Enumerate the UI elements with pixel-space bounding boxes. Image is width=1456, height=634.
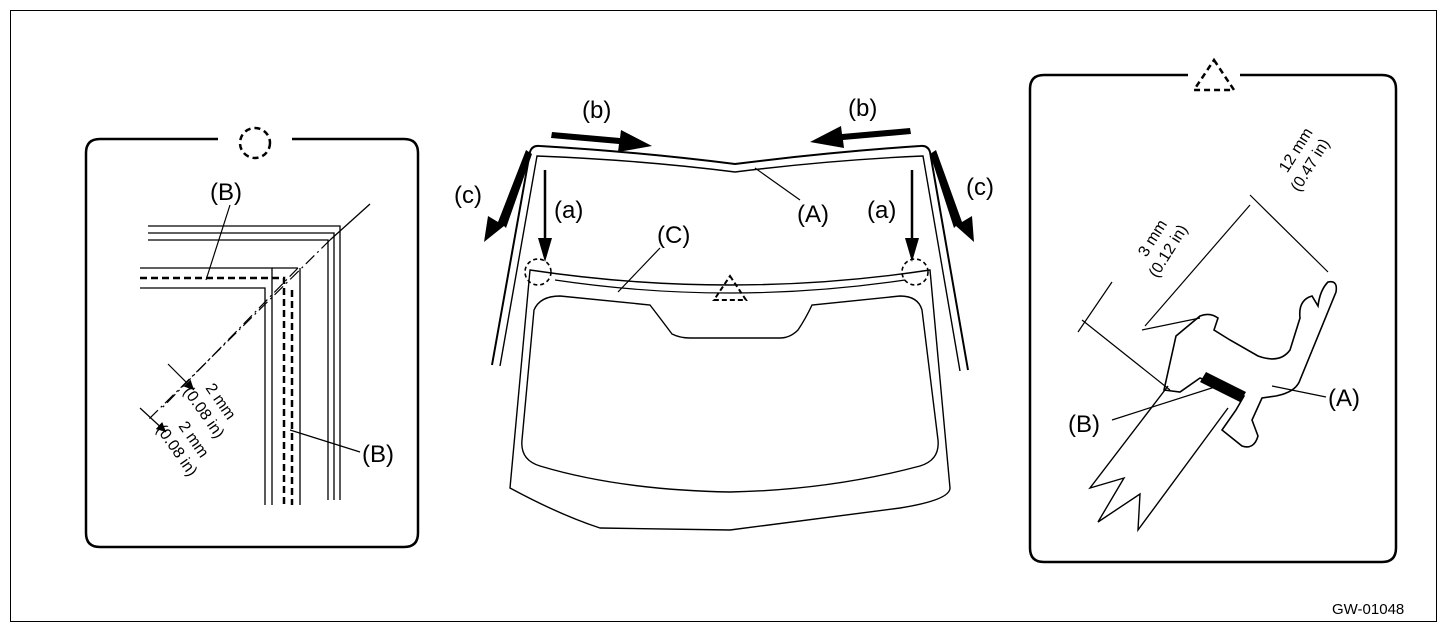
molding-a [491,144,969,371]
molding-corner-lines [140,225,341,505]
dashed-triangle-center [712,274,748,301]
label-b-left-arrow: (b) [582,97,611,124]
label-b-right-arrow: (b) [848,95,877,122]
arrows-c [484,150,974,242]
figure-frame [10,10,1437,622]
dashed-circle-right [901,258,929,286]
label-c-right: (c) [966,174,994,201]
label-c-left: (c) [454,182,482,209]
arrows-a [538,170,919,262]
dimension-lines [1077,194,1329,391]
left-detail-panel: (B) (B) 2 mm (0.08 in) 2 mm (0.08 in) [84,126,420,549]
label-a-left: (a) [554,197,583,224]
label-a-section: (A) [1328,385,1360,412]
glass-section [1088,385,1229,533]
right-detail-panel: (B) (A) 12 mm (0.47 in) 3 mm (0.12 in) [1028,57,1398,564]
molding-profile-a [1163,280,1338,448]
label-a-molding: (A) [797,201,829,228]
adhesive-b-lines [140,276,294,505]
arrows-b [551,126,911,152]
centerline-diagonals [147,239,331,421]
windshield-center: (b) (b) (c) (c) (a) (a) (A) (C) [454,95,994,531]
figure-code: GW-01048 [1332,601,1404,618]
dashed-circle-symbol [238,126,272,160]
label-b-section: (B) [1068,411,1100,438]
label-a-right: (a) [867,197,896,224]
label-c-glass: (C) [657,222,690,249]
inner-ceramic [521,295,939,493]
dimension-ticks [139,363,195,433]
label-b-right: (B) [362,441,394,468]
windshield-glass [509,269,951,531]
dashed-circle-left [524,258,552,286]
dashed-triangle-symbol [1191,57,1237,92]
label-b-top: (B) [210,179,242,206]
